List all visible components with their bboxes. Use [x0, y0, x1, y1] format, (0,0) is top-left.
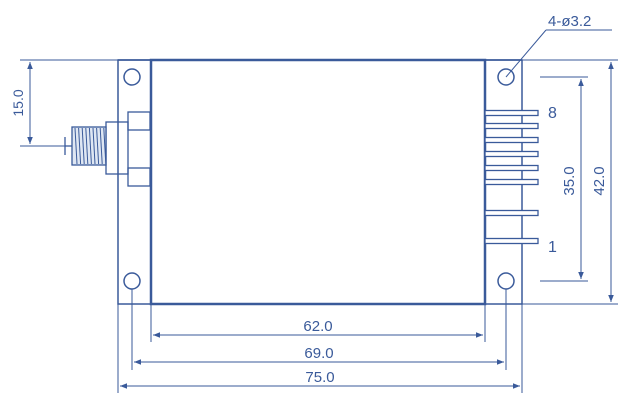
outer-flange [117, 59, 523, 305]
pin-2 [484, 209, 539, 217]
pin-label-1: 1 [548, 239, 557, 256]
dimension-label-35: 35.0 [561, 166, 578, 195]
thread-line [92, 127, 96, 165]
sma-connector [64, 111, 151, 187]
connector-thread-lines [74, 127, 107, 165]
dimension-label-75: 75.0 [305, 369, 334, 386]
thread-line [78, 127, 82, 165]
dimension-hole-spacing: 69.0 [131, 289, 507, 370]
thread-line [88, 127, 92, 165]
inner-housing [149, 58, 487, 306]
thread-line [96, 127, 100, 165]
pin-header [484, 109, 539, 245]
mounting-hole-top-right [497, 68, 515, 86]
mounting-hole-bottom-left [123, 272, 141, 290]
connector-bracket-bottom [127, 167, 151, 187]
mounting-holes [123, 68, 515, 290]
pin-6 [484, 136, 539, 144]
thread-line [74, 127, 78, 165]
pin-8 [484, 109, 539, 117]
module-body [117, 58, 523, 306]
thread-line [85, 127, 89, 165]
hole-callout-label: 4-ø3.2 [548, 13, 591, 30]
dimension-inner-width: 62.0 [150, 304, 486, 342]
pin-7 [484, 122, 539, 130]
dimension-pin-span: 35.0 [540, 76, 588, 282]
connector-bracket-top [127, 111, 151, 131]
pin-label-8: 8 [548, 105, 557, 122]
pin-5 [484, 150, 539, 158]
connector-nut [105, 121, 129, 175]
dimension-label-69: 69.0 [304, 345, 333, 362]
dimension-label-15: 15.0 [10, 89, 26, 116]
thread-line [103, 127, 107, 165]
dimension-height: 42.0 [522, 59, 618, 305]
mounting-hole-bottom-right [497, 272, 515, 290]
dimension-connector-offset: 15.0 [10, 59, 118, 147]
hole-callout: 4-ø3.2 [505, 13, 612, 78]
thread-line [81, 127, 85, 165]
dimension-label-42: 42.0 [591, 166, 608, 195]
pin-3 [484, 178, 539, 186]
pin-4 [484, 164, 539, 172]
dimension-label-62: 62.0 [303, 318, 332, 335]
thread-line [99, 127, 103, 165]
mounting-hole-top-left [123, 68, 141, 86]
dimension-total-width: 75.0 [117, 304, 523, 393]
pin-1 [484, 237, 539, 245]
